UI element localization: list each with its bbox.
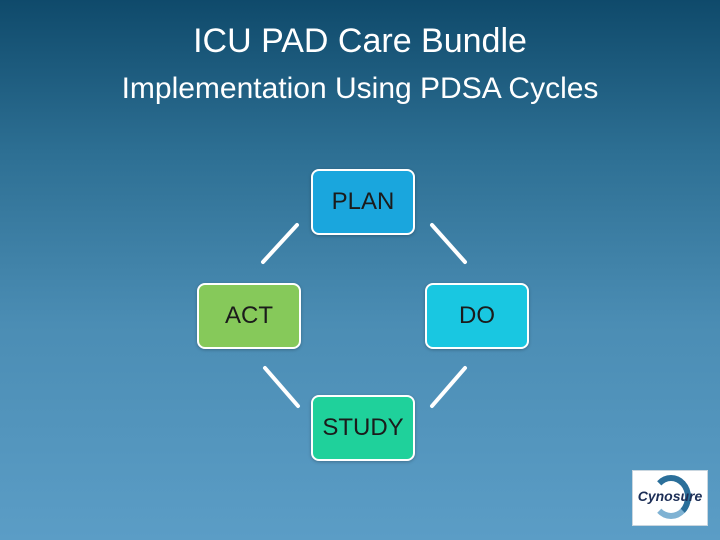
plan-node: PLAN	[311, 169, 415, 235]
cynosure-logo: Cynosure	[632, 470, 708, 526]
connector-act-study	[263, 366, 300, 408]
study-label: STUDY	[322, 414, 404, 441]
connector-plan-act	[261, 223, 299, 264]
act-label: ACT	[225, 302, 273, 329]
do-label: DO	[459, 302, 495, 329]
slide-subtitle: Implementation Using PDSA Cycles	[121, 72, 599, 105]
plan-label: PLAN	[331, 188, 395, 215]
slide-title: ICU PAD Care Bundle	[193, 22, 527, 60]
connector-do-study	[430, 366, 467, 408]
logo-swoosh-icon	[651, 475, 691, 519]
study-node: STUDY	[311, 395, 415, 461]
act-node: ACT	[197, 283, 301, 349]
connector-plan-do	[430, 223, 467, 264]
do-node: DO	[425, 283, 529, 349]
logo-text: Cynosure	[637, 488, 703, 504]
